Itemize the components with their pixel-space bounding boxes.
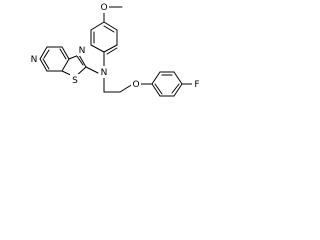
bond — [103, 21, 118, 31]
bond — [106, 47, 118, 55]
molecule-structure: N N S N O O F — [29, 1, 202, 97]
bond — [39, 58, 48, 72]
bond — [85, 66, 99, 74]
bond — [154, 83, 163, 95]
bond — [42, 58, 50, 70]
bond — [103, 25, 115, 33]
atom-label-n-amine: N — [99, 66, 109, 78]
bond — [61, 58, 70, 72]
n-amine-label: N — [101, 68, 108, 78]
atom-label-s-thiazole: S — [70, 74, 80, 86]
bond — [171, 83, 180, 94]
pyridine-ring — [39, 46, 70, 72]
atom-label-n-pyridine: N — [29, 53, 39, 65]
methoxyphenyl-ring — [90, 21, 118, 68]
bond — [61, 46, 70, 60]
bond — [119, 83, 134, 93]
bond — [173, 83, 183, 97]
s-thiazole-label: S — [72, 76, 78, 86]
bond — [103, 44, 118, 53]
n-pyridine-label: N — [31, 55, 38, 65]
fluorine-label: F — [194, 80, 199, 90]
bond — [39, 46, 48, 60]
bond — [78, 54, 87, 68]
n-thiazole-label: N — [79, 46, 86, 56]
atom-label-n-thiazole: N — [77, 44, 87, 56]
bond — [151, 71, 161, 85]
o-ether-label: O — [132, 80, 139, 90]
bond — [90, 44, 105, 53]
atom-label-o-ether: O — [131, 78, 141, 90]
fluorophenyl-ring — [151, 71, 183, 97]
o-methoxy-label: O — [100, 3, 107, 13]
bond — [151, 83, 161, 97]
bond — [59, 48, 67, 60]
bond — [43, 49, 50, 59]
bond — [90, 21, 105, 31]
atom-label-o-methoxy: O — [99, 1, 109, 13]
bond — [173, 71, 183, 85]
bond — [76, 55, 84, 66]
atom-label-fluorine: F — [192, 78, 202, 90]
